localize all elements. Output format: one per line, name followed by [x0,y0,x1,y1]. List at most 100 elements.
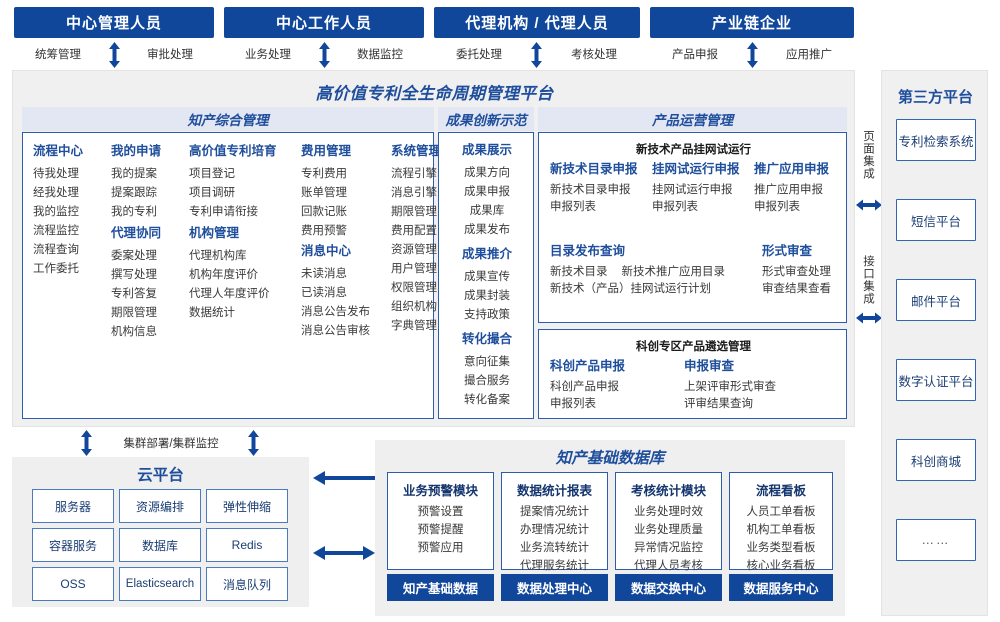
role-bar-0[interactable]: 中心管理人员 [14,7,214,38]
group-item[interactable]: 转化备案 [464,394,510,406]
db-col-item[interactable]: 异常情况监控 [634,542,703,554]
db-col-item[interactable]: 业务处理时效 [634,506,703,518]
group-item[interactable]: 新技术目录 [550,266,608,278]
db-col-item[interactable]: 代理服务统计 [520,560,589,572]
db-foot-3[interactable]: 数据服务中心 [729,574,833,601]
group-item[interactable]: 支持政策 [464,309,510,321]
cloud-cell-5[interactable]: Redis [206,528,288,562]
cloud-cell-8[interactable]: 消息队列 [206,567,288,601]
db-col-item[interactable]: 机构工单看板 [746,524,816,536]
group-item[interactable]: 数据统计 [189,307,235,319]
group-item[interactable]: 工作委托 [33,263,79,275]
third-party-item-3[interactable]: 数字认证平台 [896,359,976,401]
group-item[interactable]: 未读消息 [301,268,347,280]
group-item[interactable]: 字典管理 [391,320,437,332]
group-item[interactable]: 项目登记 [189,168,235,180]
group-item[interactable]: 成果封装 [464,290,510,302]
group-item[interactable]: 我的专利 [111,206,157,218]
group-item[interactable]: 机构年度评价 [189,269,258,281]
group-item[interactable]: 用户管理 [391,263,437,275]
group-item[interactable]: 提案跟踪 [111,187,157,199]
db-col-item[interactable]: 预警提醒 [417,524,464,536]
group-item[interactable]: 消息公告发布 [301,306,370,318]
group-item[interactable]: 成果宣传 [464,271,510,283]
group-item[interactable]: 消息引擎 [391,187,437,199]
third-party-item-1[interactable]: 短信平台 [896,199,976,241]
third-party-item-0[interactable]: 专利检索系统 [896,119,976,161]
group-item[interactable]: 委案处理 [111,250,157,262]
group-item[interactable]: 科创产品申报 [550,381,619,393]
group-item[interactable]: 项目调研 [189,187,235,199]
group-item[interactable]: 申报列表 [652,201,698,213]
group-item[interactable]: 流程引擎 [391,168,437,180]
db-col-item[interactable]: 预警应用 [417,542,464,554]
cloud-cell-1[interactable]: 资源编排 [119,489,201,523]
db-col-item[interactable]: 人员工单看板 [746,506,816,518]
group-item[interactable]: 形式审查处理 [762,266,831,278]
group-item[interactable]: 流程监控 [33,225,79,237]
group-item[interactable]: 申报列表 [550,398,596,410]
group-item[interactable]: 成果发布 [464,224,510,236]
group-item[interactable]: 审查结果查看 [762,283,831,295]
group-item[interactable]: 新技术目录申报 [550,184,631,196]
role-bar-1[interactable]: 中心工作人员 [224,7,424,38]
group-item[interactable]: 撮合服务 [464,375,510,387]
db-col-item[interactable]: 业务流转统计 [520,542,589,554]
group-item[interactable]: 我的监控 [33,206,79,218]
cloud-cell-3[interactable]: 容器服务 [32,528,114,562]
group-item[interactable]: 新技术（产品）挂网试运行计划 [550,283,711,295]
third-party-item-5[interactable]: …… [896,519,976,561]
group-item[interactable]: 申报列表 [550,201,596,213]
group-item[interactable]: 期限管理 [111,307,157,319]
group-item[interactable]: 申报列表 [754,201,800,213]
group-item[interactable]: 专利申请衔接 [189,206,258,218]
group-item[interactable]: 代理机构库 [189,250,247,262]
group-item[interactable]: 资源管理 [391,244,437,256]
group-item[interactable]: 机构信息 [111,326,157,338]
group-item[interactable]: 代理人年度评价 [189,288,270,300]
group-item[interactable]: 我的提案 [111,168,157,180]
db-col-item[interactable]: 提案情况统计 [520,506,589,518]
group-item[interactable]: 已读消息 [301,287,347,299]
db-col-item[interactable]: 业务处理质量 [634,524,703,536]
group-item[interactable]: 期限管理 [391,206,437,218]
role-bar-3[interactable]: 产业链企业 [650,7,854,38]
group-item[interactable]: 组织机构 [391,301,437,313]
group-item[interactable]: 待我处理 [33,168,79,180]
group-item[interactable]: 新技术推广应用目录 [621,266,726,278]
cloud-cell-2[interactable]: 弹性伸缩 [206,489,288,523]
third-party-item-4[interactable]: 科创商城 [896,439,976,481]
group-item[interactable]: 消息公告审核 [301,325,370,337]
db-col-item[interactable]: 核心业务看板 [746,560,816,572]
db-foot-2[interactable]: 数据交换中心 [615,574,722,601]
group-item[interactable]: 撰写处理 [111,269,157,281]
cloud-cell-6[interactable]: OSS [32,567,114,601]
group-item[interactable]: 专利答复 [111,288,157,300]
cloud-cell-4[interactable]: 数据库 [119,528,201,562]
group-item[interactable]: 账单管理 [301,187,347,199]
group-item[interactable]: 成果方向 [464,167,510,179]
role-bar-2[interactable]: 代理机构 / 代理人员 [434,7,640,38]
third-party-item-2[interactable]: 邮件平台 [896,279,976,321]
group-item[interactable]: 评审结果查询 [684,398,753,410]
group-item[interactable]: 推广应用申报 [754,184,823,196]
group-item[interactable]: 经我处理 [33,187,79,199]
db-col-item[interactable]: 业务类型看板 [746,542,816,554]
db-col-item[interactable]: 办理情况统计 [520,524,589,536]
group-item[interactable]: 意向征集 [464,356,510,368]
db-col-item[interactable]: 代理人员考核 [634,560,703,572]
cloud-cell-7[interactable]: Elasticsearch [119,567,201,601]
db-foot-1[interactable]: 数据处理中心 [501,574,608,601]
group-item[interactable]: 上架评审形式审查 [684,381,776,393]
db-col-item[interactable]: 预警设置 [417,506,464,518]
group-item[interactable]: 回款记账 [301,206,347,218]
group-item[interactable]: 成果申报 [464,186,510,198]
group-item[interactable]: 费用配置 [391,225,437,237]
group-item[interactable]: 专利费用 [301,168,347,180]
db-foot-0[interactable]: 知产基础数据 [387,574,494,601]
group-item[interactable]: 成果库 [469,205,505,217]
group-item[interactable]: 挂网试运行申报 [652,184,733,196]
group-item[interactable]: 权限管理 [391,282,437,294]
group-item[interactable]: 流程查询 [33,244,79,256]
cloud-cell-0[interactable]: 服务器 [32,489,114,523]
